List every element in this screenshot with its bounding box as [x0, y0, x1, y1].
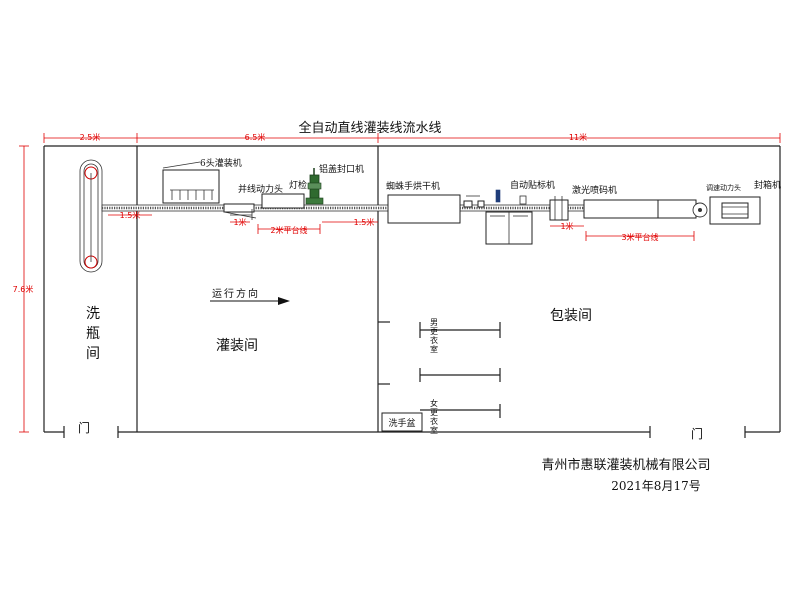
- light-inspection: [261, 193, 305, 209]
- female-locker-4: 室: [430, 425, 438, 435]
- room-bottle-wash-3: 间: [86, 346, 100, 362]
- dim-platform-3m: 3米平台线: [621, 232, 658, 242]
- company-name: 青州市惠联灌装机械有限公司: [541, 457, 710, 473]
- conveyor-dimensions: [108, 214, 695, 241]
- male-locker-1: 男: [430, 318, 438, 327]
- label-merge-power-head: 并线动力头: [238, 183, 283, 195]
- washbasin: [381, 412, 423, 432]
- direction-arrow: [210, 297, 290, 305]
- label-laser-coder: 激光喷码机: [572, 184, 617, 196]
- laser-coder: [549, 196, 569, 221]
- male-locker-2: 更: [430, 327, 438, 336]
- locker-partitions: [378, 321, 501, 418]
- label-cap-sealer: 铝盖封口机: [319, 163, 364, 175]
- dim-6-5m: 6.5米: [245, 132, 266, 142]
- female-locker-3: 衣: [430, 416, 438, 426]
- dim-conveyor-1m-a: 1米: [233, 217, 246, 227]
- female-locker-2: 更: [430, 408, 438, 417]
- drawing-title: 全自动直线灌装线流水线: [298, 120, 441, 136]
- label-box-sealer: 封箱机: [754, 179, 781, 191]
- dim-11m: 11米: [569, 132, 587, 142]
- dim-platform-2m: 2米平台线: [270, 225, 307, 235]
- bottle-wash-conveyor: [79, 159, 103, 273]
- room-packing: 包装间: [550, 308, 592, 324]
- label-spider-dryer: 蜘蛛手烘干机: [386, 180, 440, 192]
- door-right: 门: [691, 426, 703, 441]
- labeling-machine: [485, 189, 533, 245]
- drawing-date: 2021年8月17号: [611, 479, 700, 493]
- door-left: 门: [78, 420, 90, 435]
- male-locker-3: 衣: [430, 335, 438, 345]
- dim-conveyor-1-5m-b: 1.5米: [354, 217, 375, 227]
- top-dimension-line: [43, 133, 781, 143]
- building-walls: [43, 145, 781, 438]
- room-bottle-wash-2: 瓶: [86, 326, 100, 342]
- dim-conveyor-1-5m-a: 1.5米: [120, 210, 141, 220]
- female-locker-1: 女: [430, 398, 438, 408]
- packing-platform: [583, 199, 697, 219]
- male-locker-4: 室: [430, 344, 438, 354]
- room-bottle-wash-1: 洗: [86, 306, 100, 322]
- label-light-inspection: 灯检: [289, 179, 307, 191]
- speed-power-head: [692, 202, 708, 218]
- label-speed-power-head: 调速动力头: [706, 183, 741, 192]
- merge-power-head: [223, 203, 257, 220]
- dim-conveyor-1m-b: 1米: [560, 221, 573, 231]
- box-sealer: [709, 196, 761, 225]
- spider-dryer: [387, 194, 461, 224]
- cap-sealer: [305, 168, 324, 205]
- filling-machine: [162, 161, 220, 204]
- left-dimension-line: [19, 145, 29, 433]
- label-filling-machine: 6头灌装机: [200, 157, 242, 169]
- dim-2-5m: 2.5米: [80, 132, 101, 142]
- transfer-units: [463, 195, 485, 208]
- label-washbasin: 洗手盆: [388, 417, 415, 429]
- label-labeling-machine: 自动贴标机: [510, 179, 555, 191]
- dim-7-6m: 7.6米: [13, 284, 34, 294]
- direction-label: 运行方向: [212, 287, 260, 300]
- room-filling: 灌装间: [216, 338, 258, 354]
